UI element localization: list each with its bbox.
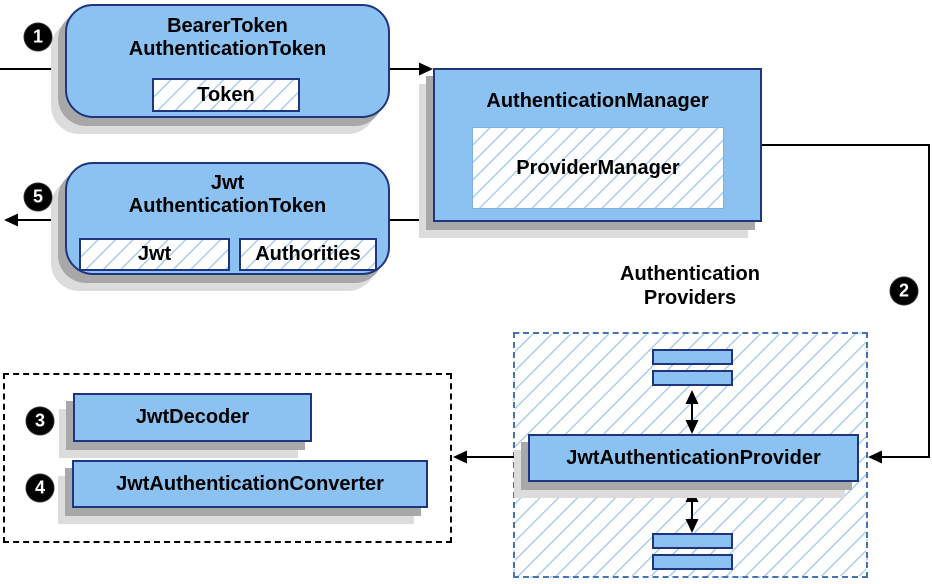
provider-placeholder-bar	[652, 533, 733, 549]
jwt-field-label: Jwt	[137, 243, 172, 265]
arrowhead-bottom-up	[685, 488, 699, 502]
jwt-authentication-provider-node: JwtAuthenticationProvider	[528, 434, 859, 482]
jwt-authentication-token-node: Jwt AuthenticationToken Jwt Authorities	[65, 162, 390, 275]
authentication-providers-label-line1: Authentication	[620, 263, 760, 285]
arrowhead-top-up	[685, 390, 699, 404]
jwt-decoder-label: JwtDecoder	[135, 406, 250, 428]
provider-manager-label: ProviderManager	[516, 156, 680, 179]
bearer-token-authentication-token-node: BearerToken AuthenticationToken Token	[65, 4, 390, 118]
provider-manager-field: ProviderManager	[472, 127, 724, 209]
token-field-label: Token	[197, 83, 255, 106]
authorities-field: Authorities	[239, 238, 377, 271]
arrowhead-into-provider	[868, 450, 882, 464]
step-badge-2: 2	[890, 277, 918, 305]
step-badge-1: 1	[24, 23, 52, 51]
jwt-token-title-line1: Jwt	[210, 172, 245, 194]
jwt-provider-internals-container	[3, 373, 452, 543]
authentication-providers-label-line2: Providers	[643, 287, 737, 309]
arrowhead-into-manager	[419, 62, 433, 76]
step-badge-5: 5	[24, 183, 52, 211]
jwt-authentication-provider-label: JwtAuthenticationProvider	[566, 446, 821, 469]
jwt-authentication-converter-label: JwtAuthenticationConverter	[116, 472, 384, 495]
jwt-token-title-line2: AuthenticationToken	[128, 195, 327, 217]
step-badge-4: 4	[26, 474, 54, 502]
token-field: Token	[152, 78, 300, 112]
jwt-field: Jwt	[79, 238, 230, 271]
authorities-field-label: Authorities	[255, 243, 361, 265]
step-badge-3: 3	[26, 407, 54, 435]
bearer-token-title-line1: BearerToken	[167, 15, 288, 37]
provider-placeholder-bar	[652, 554, 733, 570]
bearer-token-title-line2: AuthenticationToken	[128, 38, 327, 60]
manager-to-provider-line	[762, 144, 930, 458]
jwt-authentication-converter-node: JwtAuthenticationConverter	[72, 460, 428, 508]
jwt-decoder-node: JwtDecoder	[73, 393, 312, 442]
authentication-manager-node: AuthenticationManager ProviderManager	[433, 68, 762, 222]
arrowhead-top-down	[685, 420, 699, 434]
arrowhead-flow-out	[4, 213, 18, 227]
provider-placeholder-bar	[652, 349, 733, 365]
provider-placeholder-bar	[652, 370, 733, 386]
arrowhead-into-decoder-box	[453, 450, 467, 464]
authentication-manager-title: AuthenticationManager	[486, 90, 709, 112]
authentication-providers-label: Authentication Providers	[560, 262, 820, 310]
jwt-token-title: Jwt AuthenticationToken	[67, 172, 388, 218]
arrowhead-bottom-down	[685, 519, 699, 533]
bearer-token-title: BearerToken AuthenticationToken	[67, 15, 388, 61]
